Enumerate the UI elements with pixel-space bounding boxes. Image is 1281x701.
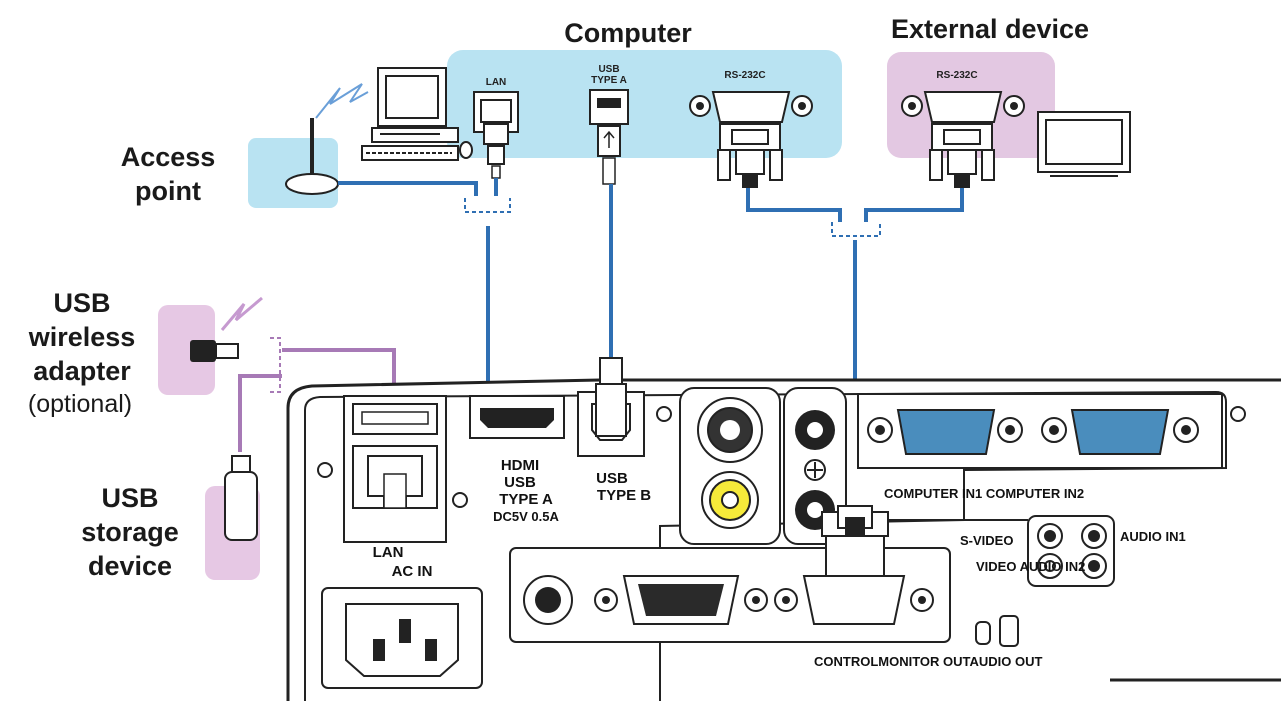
- computer-rs232c-label: RS-232C: [724, 70, 765, 81]
- usb-a-label-line1: USB: [504, 474, 536, 491]
- access-point-panel: [248, 138, 338, 208]
- cable-splitters: [464, 198, 881, 237]
- computer-usb-label-line2: TYPE A: [591, 75, 627, 86]
- usb-a-label-line3: DC5V 0.5A: [493, 509, 559, 524]
- computer-usb-port: USB TYPE A: [589, 64, 629, 185]
- access-point-label-line1: Access: [121, 142, 216, 172]
- usb-wireless-panel: [158, 305, 215, 395]
- usb-a-label-line2: TYPE A: [499, 491, 553, 508]
- access-point-label-line2: point: [135, 176, 201, 206]
- control-connector: [821, 505, 889, 577]
- usb-b-label-line1: USB: [596, 470, 628, 487]
- computer-usb-label-line1: USB: [598, 64, 619, 75]
- hdmi-label: HDMI: [501, 457, 539, 474]
- usb-wireless-label-line2: wireless: [28, 322, 136, 352]
- projector-ac-in: [321, 587, 483, 689]
- external-device-heading: External device: [891, 14, 1089, 44]
- usb-wireless-label-line1: USB: [53, 288, 110, 318]
- purple-splitter: [270, 337, 281, 393]
- access-point-icon: [285, 83, 369, 195]
- ac-in-label: AC IN: [392, 563, 433, 580]
- external-monitor-icon: [1037, 111, 1131, 177]
- usb-wireless-adapter-icon: [190, 296, 263, 362]
- usb-storage-label-line2: storage: [81, 517, 179, 547]
- usb-b-label-line2: TYPE B: [597, 487, 651, 504]
- usb-wireless-label-line3: adapter: [33, 356, 131, 386]
- bottom-ports-label: CONTROLMONITOR OUTAUDIO OUT: [814, 654, 1043, 669]
- computer-lan-label: LAN: [486, 77, 507, 88]
- usb-storage-label-line1: USB: [101, 483, 158, 513]
- usb-storage-icon: [224, 455, 258, 541]
- usb-wireless-label-line4: (optional): [28, 390, 132, 418]
- purple-cables: [238, 348, 396, 452]
- computer-heading: Computer: [564, 18, 692, 48]
- desktop-computer-icon: [361, 67, 473, 161]
- projector-audio-jacks: [783, 387, 847, 545]
- computer-in-label: COMPUTER IN1 COMPUTER IN2: [884, 486, 1084, 501]
- projector-computer-in-ports: [857, 393, 1223, 469]
- computer-lan-port: LAN: [473, 77, 519, 179]
- computer-rs232c-port: RS-232C: [689, 70, 813, 188]
- security-slot-icon: [975, 615, 1019, 647]
- projector-video-jacks: [679, 387, 781, 545]
- projector-hdmi-port: [469, 395, 565, 439]
- projector-lan-label: LAN: [373, 544, 404, 561]
- projector-usb-b-port: [577, 357, 645, 457]
- external-rs232c-label: RS-232C: [936, 70, 977, 81]
- video-audio-in2-label: VIDEO AUDIO IN2: [976, 559, 1085, 574]
- projector-svideo-audio-block: [880, 515, 1115, 587]
- s-video-label: S-VIDEO: [960, 533, 1013, 548]
- audio-in1-label: AUDIO IN1: [1120, 529, 1186, 544]
- projector-usb-lan-block: [343, 395, 447, 543]
- external-rs232c-port: RS-232C: [901, 70, 1025, 188]
- usb-storage-label-line3: device: [88, 551, 172, 581]
